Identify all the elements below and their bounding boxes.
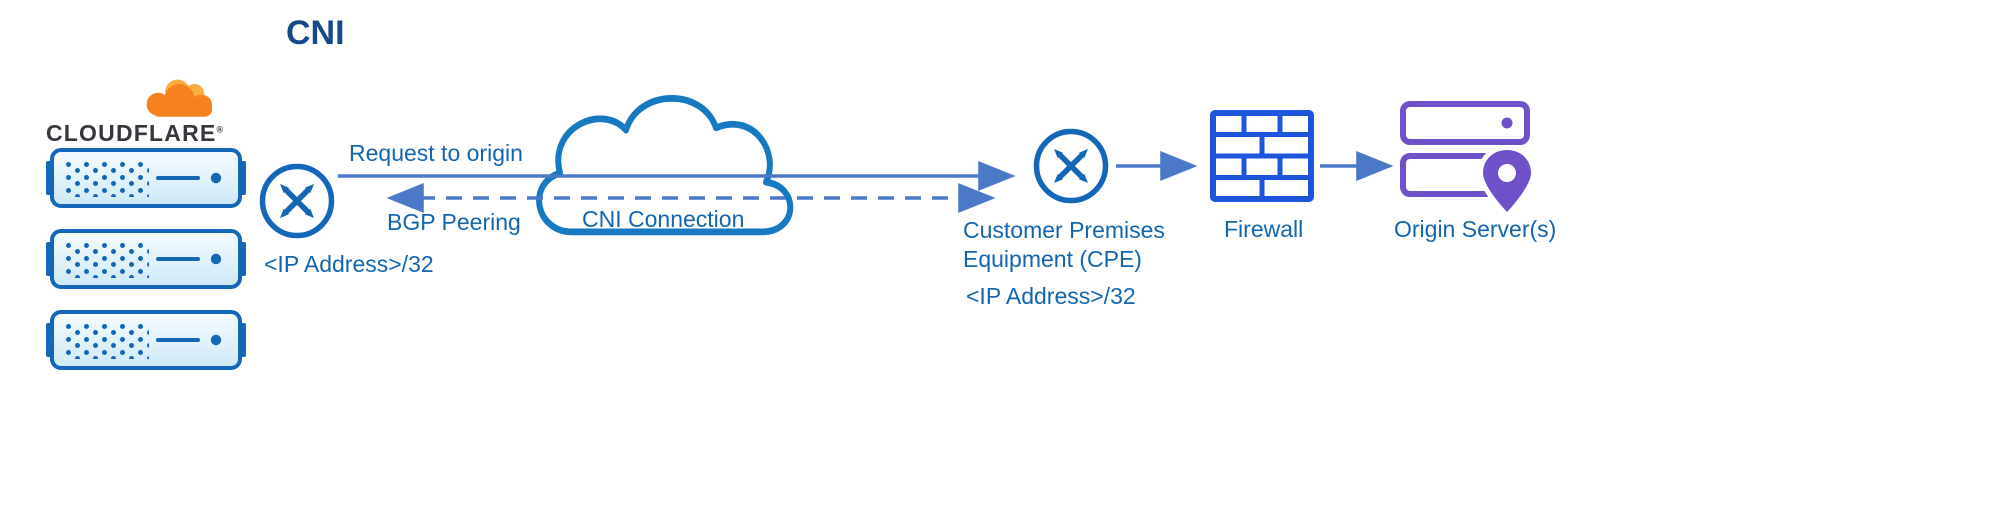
diagram-title: CNI bbox=[286, 14, 345, 52]
cpe-label-line2: Equipment (CPE) bbox=[963, 246, 1142, 272]
cloudflare-logo: CLOUDFLARE® bbox=[46, 76, 256, 146]
cpe-ip-label: <IP Address>/32 bbox=[966, 283, 1136, 309]
cni-connection-label: CNI Connection bbox=[582, 206, 745, 232]
cpe-router-icon bbox=[1033, 128, 1109, 204]
cloudflare-server-icon bbox=[46, 310, 246, 370]
cpe-label-line1: Customer Premises bbox=[963, 217, 1165, 243]
cloudflare-server-icon bbox=[46, 229, 246, 289]
bgp-peering-label: BGP Peering bbox=[387, 209, 521, 235]
cloudflare-wordmark-text: CLOUDFLARE bbox=[46, 120, 217, 146]
cloudflare-router-icon bbox=[259, 163, 335, 239]
cloudflare-cloud-icon bbox=[146, 79, 213, 117]
cloudflare-wordmark: CLOUDFLARE® bbox=[46, 120, 224, 147]
request-to-origin-label: Request to origin bbox=[349, 140, 523, 166]
origin-servers-label: Origin Server(s) bbox=[1394, 216, 1557, 242]
registered-mark: ® bbox=[216, 124, 225, 135]
cloudflare-server-icon bbox=[46, 148, 246, 208]
firewall-icon bbox=[1210, 110, 1314, 202]
firewall-label: Firewall bbox=[1224, 216, 1304, 242]
origin-servers-icon bbox=[1400, 101, 1537, 216]
cloudflare-router-ip-label: <IP Address>/32 bbox=[264, 251, 434, 277]
